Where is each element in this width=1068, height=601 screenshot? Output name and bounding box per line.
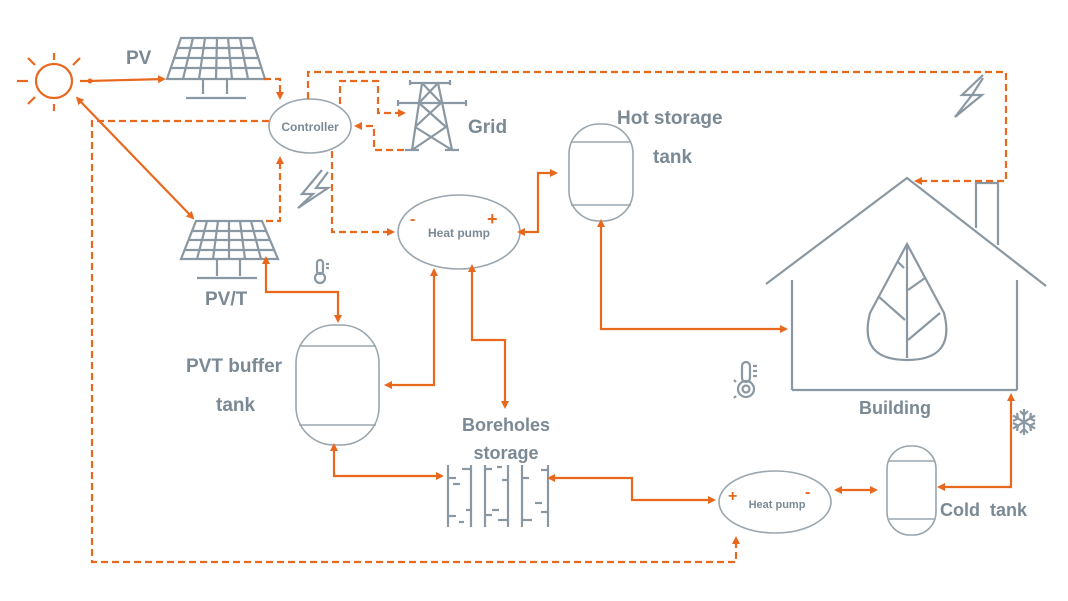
heat-pump-bottom-node: [718, 470, 832, 534]
pvt-buffer-label-1: PVT buffer: [186, 356, 283, 377]
flow-grid-controller: [354, 122, 404, 152]
heat-pump-bottom-label: Heat pump: [749, 499, 806, 511]
borehole-icon: [446, 465, 550, 527]
heat-pump-top-label: Heat pump: [428, 226, 490, 240]
hot-storage-label-1: Hot storage: [617, 108, 723, 129]
sun-icon: [17, 53, 88, 111]
transmission-tower-icon: [396, 80, 468, 152]
house-icon: [765, 176, 1047, 392]
flow-controller-heatpump: [330, 151, 395, 236]
thermal-flows: [75, 75, 1015, 504]
flow-coldtank-building: [937, 393, 1015, 491]
flow-heatpump-boreholes: [468, 264, 509, 409]
flow-sun-pv: [87, 75, 166, 84]
pvt-label: PV/T: [205, 289, 248, 310]
lightning-icon: [297, 169, 332, 209]
pv-label: PV: [126, 48, 152, 69]
controller-node: [268, 98, 352, 154]
flow-pvt-controller: [266, 156, 284, 223]
hot-storage-tank-icon: [568, 123, 634, 222]
flow-pv-controller: [264, 77, 284, 100]
electrical-flows: [90, 70, 1008, 564]
flow-sun-pvt: [75, 96, 195, 220]
leaf-icon: [866, 241, 948, 362]
flow-pvt-buffer: [262, 256, 342, 323]
pvt-panel-icon: [179, 219, 280, 280]
thermometer-icon: [733, 360, 757, 399]
flow-controller-heatpump-bottom: [90, 119, 740, 564]
thermometer-icon: [313, 258, 329, 285]
grid-label: Grid: [468, 117, 507, 138]
hot-storage-label-2: tank: [653, 147, 693, 168]
flow-buffer-heatpump: [384, 268, 438, 389]
flow-buffer-boreholes: [330, 443, 444, 480]
boreholes-label-2: storage: [473, 443, 538, 463]
lightning-icon: [954, 74, 986, 118]
heat-pump-top-plus: +: [487, 209, 498, 229]
flow-hottank-building: [597, 219, 788, 333]
flow-controller-building: [306, 70, 1008, 185]
snowflake-icon: [1012, 409, 1036, 435]
flow-boreholes-heatpump: [547, 474, 716, 504]
boreholes-label-1: Boreholes: [462, 415, 550, 435]
pvt-buffer-label-2: tank: [216, 395, 256, 416]
flow-heatpump-hottank: [517, 169, 558, 236]
heat-pump-bottom-plus: +: [728, 488, 737, 505]
flow-controller-grid: [338, 79, 406, 117]
heat-pump-top-minus: -: [410, 211, 415, 228]
building-label: Building: [859, 398, 931, 418]
controller-label: Controller: [281, 120, 339, 134]
cold-tank-icon: [886, 445, 937, 536]
solar-panel-icon: [165, 36, 267, 100]
cold-tank-label: Cold tank: [940, 500, 1028, 520]
pvt-buffer-tank-icon: [295, 324, 380, 446]
heat-pump-bottom-minus: -: [805, 484, 810, 501]
